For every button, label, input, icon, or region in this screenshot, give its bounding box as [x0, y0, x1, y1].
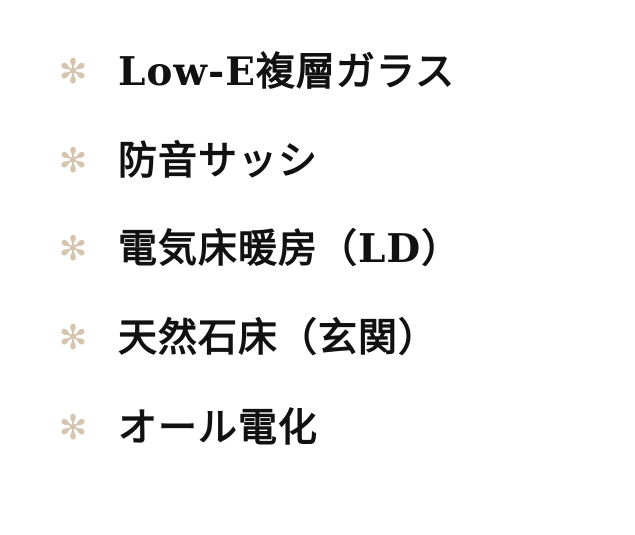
item-label: Low-E複層ガラス [118, 49, 456, 95]
item-label: 天然石床（玄関） [118, 315, 439, 361]
asterisk-icon: ✻ [58, 318, 88, 358]
asterisk-icon: ✻ [58, 141, 88, 181]
asterisk-icon: ✻ [58, 408, 88, 448]
asterisk-icon: ✻ [58, 52, 88, 92]
item-label: 電気床暖房（LD） [118, 226, 462, 272]
item-label: 防音サッシ [118, 138, 319, 184]
asterisk-icon: ✻ [58, 229, 88, 269]
item-label: オール電化 [118, 405, 319, 451]
